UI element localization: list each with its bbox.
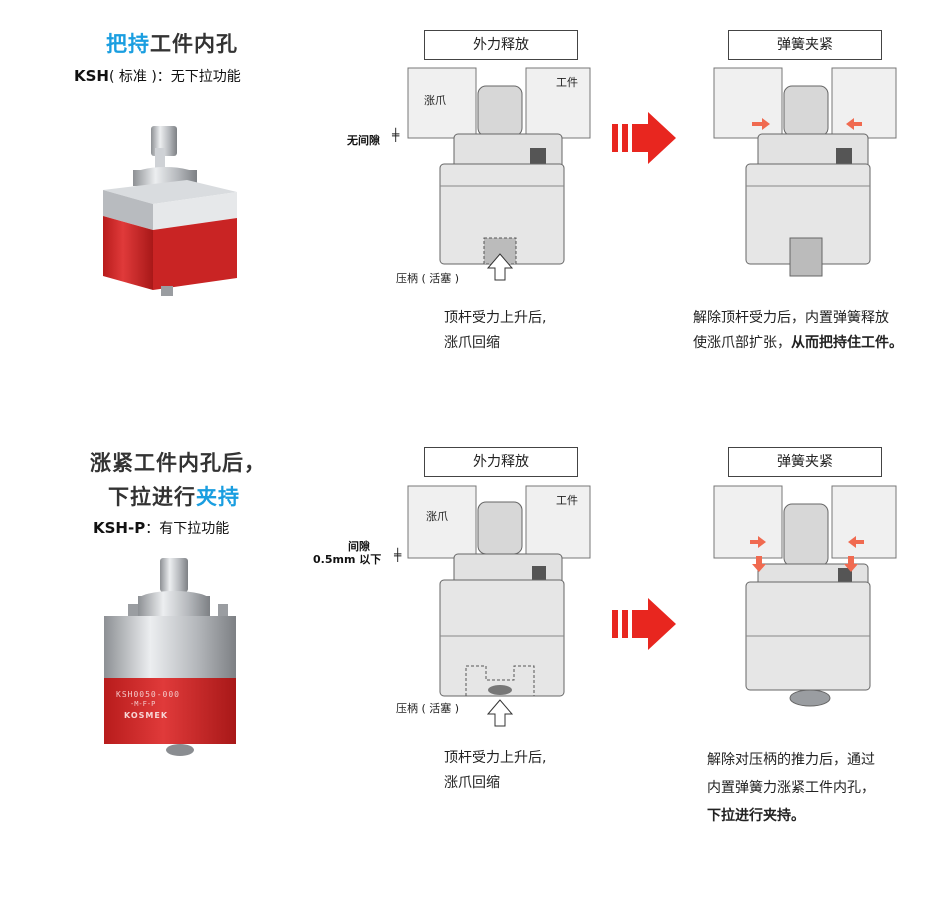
s2-stage2-caption: 解除对压柄的推力后，通过 内置弹簧力涨紧工件内孔， 下拉进行夹持。 <box>707 746 937 830</box>
s1-release-diagram <box>407 67 591 281</box>
s1-stage2-caption-line2: 使涨爪部扩张，从而把持住工件。 <box>693 331 933 356</box>
gap-marker-icon-2: ╪ <box>394 548 402 562</box>
section2-model-desc: ：有下拉功能 <box>145 521 230 537</box>
s2-right-arrow-icon <box>612 598 676 650</box>
section2-heading-line2-rest: 下拉进行 <box>108 485 196 509</box>
s1-jaw-label: 涨爪 <box>424 94 446 107</box>
s2-gap-label-2: 0.5mm 以下 <box>313 553 382 566</box>
product-kshp-image <box>104 558 236 756</box>
section1-heading-rest: 工件内孔 <box>150 32 238 56</box>
s2-stage1-caption-line2: 涨爪回缩 <box>444 775 500 791</box>
s1-piston-label: 压柄 ( 活塞 ) <box>396 272 460 285</box>
s2-clamp-diagram <box>713 485 897 707</box>
s1-stage1-caption-line2: 涨爪回缩 <box>444 335 500 351</box>
s1-stage2-caption-line2-bold: 从而把持住工件。 <box>791 335 903 351</box>
section2-heading-line1: 涨紧工件内孔后， <box>90 451 266 475</box>
section2-heading-line2: 下拉进行夹持 <box>90 480 266 514</box>
s1-stage1-title: 外力释放 <box>424 30 578 60</box>
section1-heading: 把持工件内孔 <box>106 28 238 58</box>
s2-stage2-caption-line3: 下拉进行夹持。 <box>707 802 937 830</box>
product-ksh-image <box>103 126 237 296</box>
s1-gap-label: 无间隙 <box>347 134 380 147</box>
s1-stage2-title: 弹簧夹紧 <box>728 30 882 60</box>
section2-subtitle: KSH-P：有下拉功能 <box>93 518 229 538</box>
section1-model-desc: ( 标准 )：无下拉功能 <box>108 69 241 85</box>
section1-model: KSH <box>74 67 109 85</box>
product-brand: KOSMEK <box>124 711 169 720</box>
s1-stage2-caption-line2-plain: 使涨爪部扩张， <box>693 335 791 351</box>
s2-stage2-caption-line2: 内置弹簧力涨紧工件内孔， <box>707 780 875 796</box>
s1-workpiece-label: 工件 <box>556 76 578 89</box>
s1-stage2-caption-line1: 解除顶杆受力后，内置弹簧释放 <box>693 310 889 326</box>
s2-jaw-label: 涨爪 <box>426 510 448 523</box>
product-engraving-1: KSH0050-000 <box>116 690 180 699</box>
s1-right-arrow-icon <box>612 112 676 164</box>
s1-stage1-caption-line1: 顶杆受力上升后, <box>444 310 547 326</box>
section2-heading: 涨紧工件内孔后， 下拉进行夹持 <box>90 446 266 514</box>
section1-subtitle: KSH( 标准 )：无下拉功能 <box>74 66 241 86</box>
s1-clamp-diagram <box>713 67 897 277</box>
s2-gap-label-1: 间隙 <box>348 540 370 553</box>
product-engraving-2: -M-F-P <box>130 700 156 708</box>
s2-stage2-caption-line1: 解除对压柄的推力后，通过 <box>707 752 875 768</box>
s2-stage1-caption: 顶杆受力上升后, 涨爪回缩 <box>444 746 546 796</box>
section2-model: KSH-P <box>93 519 146 537</box>
s2-stage1-title: 外力释放 <box>424 447 578 477</box>
s1-stage2-caption: 解除顶杆受力后，内置弹簧释放 使涨爪部扩张，从而把持住工件。 <box>693 306 933 356</box>
s2-stage1-caption-line1: 顶杆受力上升后, <box>444 750 547 766</box>
section2-heading-accent: 夹持 <box>196 485 240 509</box>
s2-piston-label: 压柄 ( 活塞 ) <box>396 702 460 715</box>
s2-workpiece-label: 工件 <box>556 494 578 507</box>
section1-heading-accent: 把持 <box>106 32 150 56</box>
s2-release-diagram <box>407 485 591 727</box>
s1-stage1-caption: 顶杆受力上升后, 涨爪回缩 <box>444 306 546 356</box>
s2-stage2-title: 弹簧夹紧 <box>728 447 882 477</box>
gap-marker-icon: ╪ <box>392 128 400 142</box>
s2-stage2-caption-line3-bold: 下拉进行夹持。 <box>707 808 805 824</box>
